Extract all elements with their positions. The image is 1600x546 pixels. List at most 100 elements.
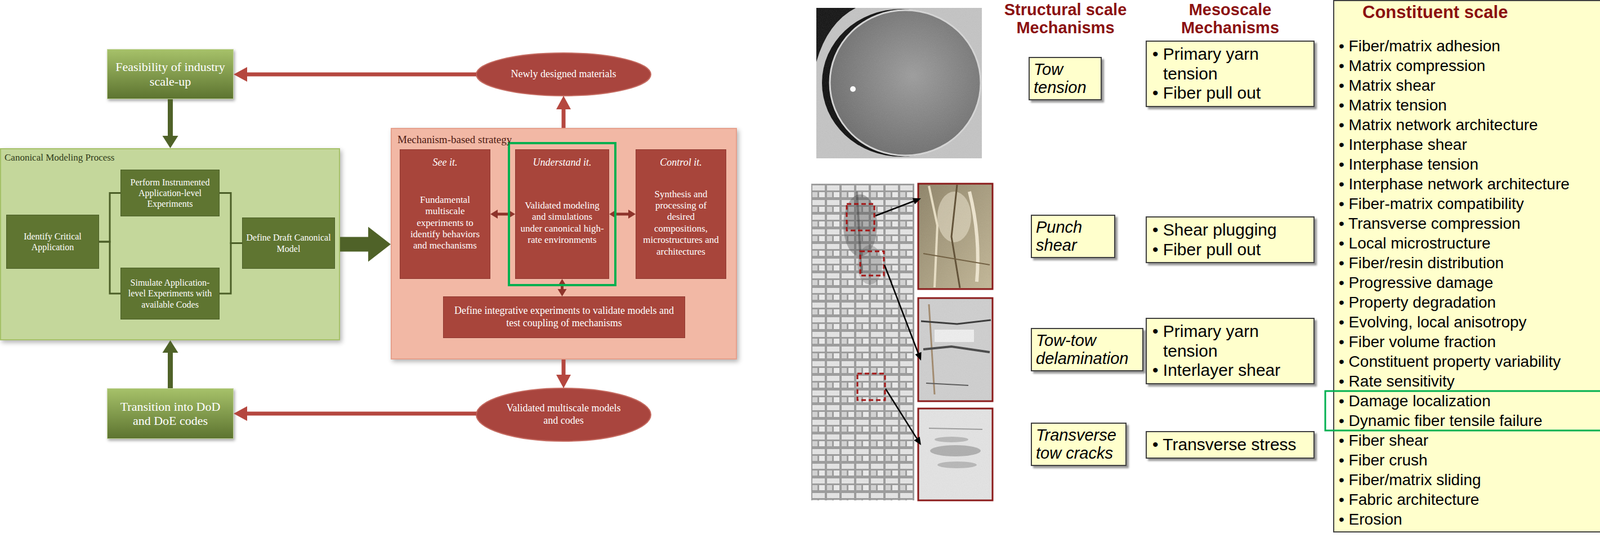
photo-grain [918,297,993,401]
box-text: Fundamental multiscale experiments to id… [404,172,486,274]
list-item: • Matrix compression [1334,55,1600,76]
box-heading: See it. [432,156,458,169]
arrow-head [556,95,571,110]
mechanism-box: Tow-tow delamination [1030,327,1144,372]
arrow-head [557,288,567,297]
process-box: Define Draft Canonical Model [242,217,335,269]
box-text: Feasibility of industry scale-up [114,59,227,89]
leader-line [884,264,919,353]
box-text: Simulate Application-level Experiments w… [124,276,216,310]
strategy-box: Control it.Synthesis and processing of d… [635,149,727,279]
list-item: • Matrix network architecture [1334,114,1600,135]
box-text: Synthesis and processing of desired comp… [640,172,722,274]
list-item: • Fiber shear [1334,430,1600,450]
mechanism-list: • Primary yarn tension• Interlayer shear [1145,317,1315,384]
leader-head [914,351,922,361]
column-heading: Structural scale Mechanisms [993,1,1138,38]
connector-line [246,411,477,416]
list-item: • Evolving, local anisotropy [1334,311,1600,332]
list-item: • Transverse compression [1334,213,1600,234]
list-item: • Matrix shear [1334,75,1600,96]
box-text: Define Draft Canonical Model [246,231,332,254]
leader-head [913,436,922,445]
process-box: Transition into DoD and DoE codes [106,387,234,439]
connector-line [340,237,369,252]
list-item: • Fiber pull out [1152,83,1308,104]
outcome-ellipse: Validated multiscale models and codes [476,387,651,441]
box-text: Validated multiscale models and codes [502,401,625,427]
list-item: • Fiber/resin distribution [1334,252,1600,273]
list-item: • Fabric architecture [1334,489,1600,509]
zoom-photo [918,183,993,289]
process-box: Define integrative experiments to valida… [443,296,686,338]
leader-arrows [875,197,922,445]
connector [233,405,477,421]
ellipse-outline [476,387,651,441]
mechanism-list: • Shear plugging• Fiber pull out [1145,216,1315,263]
photo-ground [918,183,993,289]
arrow-head [368,226,391,262]
photo-ground [918,297,993,401]
connector-line [99,193,121,243]
arrow-head [628,209,636,219]
box-text: Transition into DoD and DoE codes [114,399,227,428]
connector-line [497,212,509,216]
photo-grain [816,7,982,159]
list-item: • Fiber/matrix adhesion [1334,36,1600,56]
zoom-marker [860,251,884,276]
box-text: Validated modeling and simulations under… [520,172,605,274]
list-item: • Primary yarn tension [1152,321,1308,361]
list-item: • Interlayer shear [1152,360,1308,381]
fabric-weave [811,183,915,500]
list-item: • Damage localization [1334,390,1600,411]
list-item: • Dynamic fiber tensile failure [1334,410,1600,431]
connector [219,243,243,294]
list-item: • Fiber-matrix compatibility [1334,193,1600,214]
region-heading: Canonical Modeling Process [1,149,339,167]
leader-line [885,388,918,439]
connector [219,193,243,244]
strategy-box: Understand it. Validated modeling and sim… [515,149,610,279]
box-text: Transverse tow cracks [1035,425,1122,463]
mechanism-list: • Transverse stress [1145,430,1315,459]
box-text: Define integrative experiments to valida… [449,304,679,329]
list-item: • Shear plugging [1152,220,1308,240]
list-item: • Fiber crush [1334,449,1600,470]
mechanism-box: Punch shear [1030,214,1116,258]
arrow-head [490,209,498,219]
photo-grain [918,183,993,289]
connector-line [219,243,243,294]
list-item: • Fiber pull out [1152,239,1308,260]
mechanism-list: • Primary yarn tension• Fiber pull out [1145,40,1315,107]
list-item: • Interphase network architecture [1334,173,1600,194]
mechanism-box: Tow tension [1028,56,1102,101]
region-heading: Mechanism-based strategy [391,128,736,151]
connector-line [561,359,566,375]
photo-frame [918,297,993,401]
ellipse-outline [476,52,651,96]
list-item: • Matrix tension [1334,95,1600,115]
connector [99,193,121,243]
process-box: Feasibility of industry scale-up [106,48,234,100]
box-text: Identify Critical Application [10,230,96,253]
box-text: Punch shear [1035,217,1111,255]
highlight-outline [1325,390,1600,431]
process-box: Perform Instrumented Application-level E… [120,169,220,217]
strategy-region: Mechanism-based strategySee it. Fundament… [390,127,737,360]
connector [340,226,391,262]
connector [162,340,179,388]
connector-line [167,99,173,137]
photo-ground [918,408,993,500]
highlight-outline [508,142,616,285]
arrow-head [233,66,248,82]
list-item: • Interphase shear [1334,134,1600,155]
photo-frame [918,183,993,289]
list-item: • Property degradation [1334,292,1600,312]
leader-head [912,197,922,204]
fabric-photo [811,183,915,500]
arrow-head [233,405,248,421]
mechanism-box: Transverse tow cracks [1030,422,1127,466]
box-heading: Understand it. [532,156,592,169]
photo-grain [918,408,993,500]
arrow-head [162,340,179,353]
